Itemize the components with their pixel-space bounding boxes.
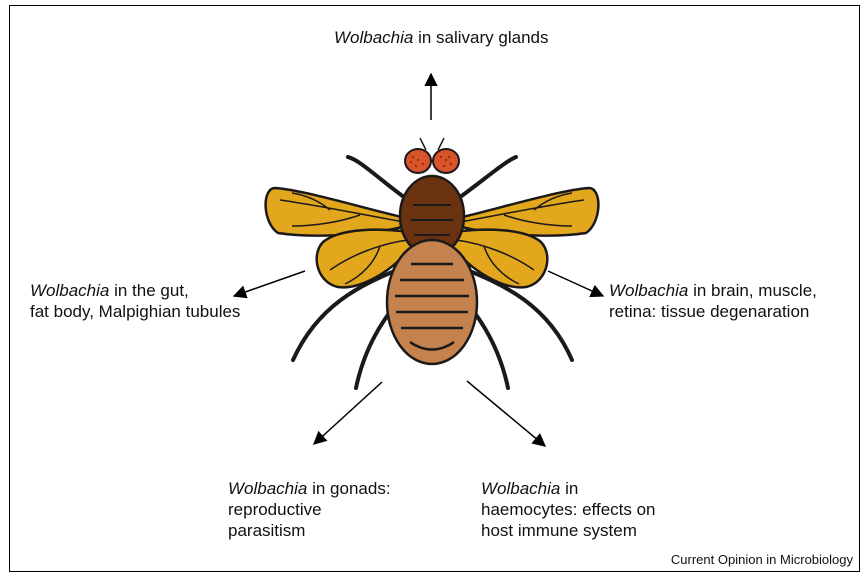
antennae xyxy=(420,138,444,150)
label-gut-em: Wolbachia xyxy=(30,281,109,300)
label-gut: Wolbachia in the gut, fat body, Malpighi… xyxy=(30,280,240,322)
arrow-haemocytes xyxy=(467,381,545,446)
label-gonads-line3: parasitism xyxy=(228,520,391,541)
label-brain-rest: in brain, muscle, xyxy=(688,281,817,300)
label-gonads-line1: Wolbachia in gonads: xyxy=(228,478,391,499)
label-gut-rest: in the gut, xyxy=(109,281,188,300)
label-haemocytes-line2: haemocytes: effects on xyxy=(481,499,656,520)
wing-upper-left xyxy=(266,188,406,236)
label-haemocytes-rest: in xyxy=(560,479,578,498)
label-haemocytes: Wolbachia in haemocytes: effects on host… xyxy=(481,478,656,541)
label-haemocytes-em: Wolbachia xyxy=(481,479,560,498)
label-brain-line2: retina: tissue degenaration xyxy=(609,301,817,322)
label-gonads-line2: reproductive xyxy=(228,499,391,520)
arrow-brain xyxy=(548,271,603,296)
label-gonads: Wolbachia in gonads: reproductive parasi… xyxy=(228,478,391,541)
label-salivary: Wolbachia in salivary glands xyxy=(334,27,549,48)
abdomen xyxy=(387,240,477,364)
label-brain-em: Wolbachia xyxy=(609,281,688,300)
label-salivary-rest: in salivary glands xyxy=(413,28,548,47)
label-haemocytes-line3: host immune system xyxy=(481,520,656,541)
arrow-gut xyxy=(234,271,305,296)
label-brain-line1: Wolbachia in brain, muscle, xyxy=(609,280,817,301)
label-brain: Wolbachia in brain, muscle, retina: tiss… xyxy=(609,280,817,322)
leg-front-left xyxy=(348,157,408,200)
label-gonads-rest: in gonads: xyxy=(307,479,390,498)
label-gut-line2: fat body, Malpighian tubules xyxy=(30,301,240,322)
wing-upper-right xyxy=(458,188,598,236)
label-salivary-em: Wolbachia xyxy=(334,28,413,47)
journal-credit: Current Opinion in Microbiology xyxy=(671,552,853,568)
label-gonads-em: Wolbachia xyxy=(228,479,307,498)
leg-front-right xyxy=(456,157,516,200)
label-haemocytes-line1: Wolbachia in xyxy=(481,478,656,499)
arrow-gonads xyxy=(314,382,382,444)
label-gut-line1: Wolbachia in the gut, xyxy=(30,280,240,301)
